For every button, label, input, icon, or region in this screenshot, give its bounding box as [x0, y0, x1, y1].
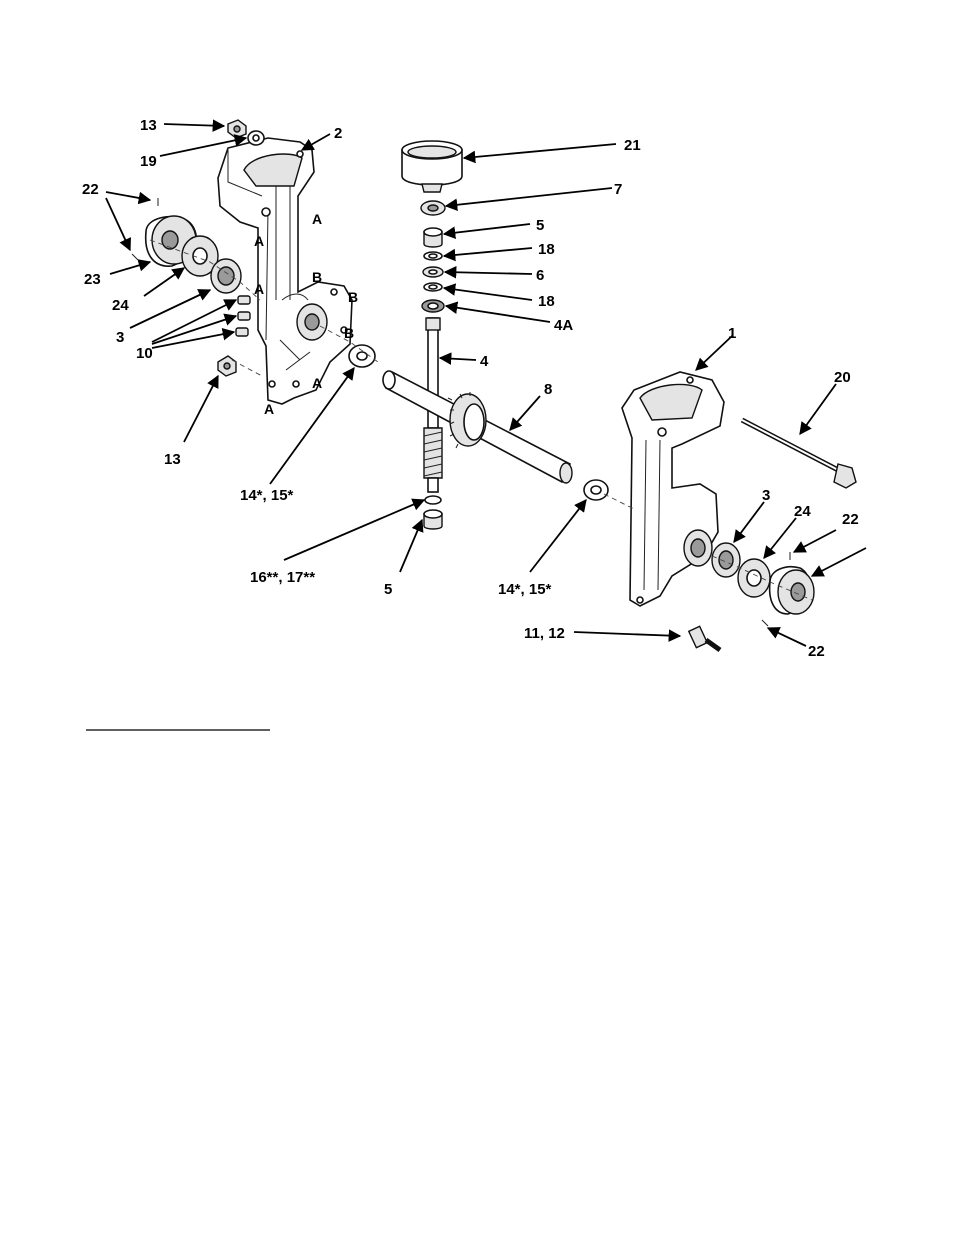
- washer-24-right: [738, 559, 770, 597]
- bearing-3-right: [712, 543, 740, 577]
- callout-18-bottom: 18: [538, 293, 555, 310]
- callout-2: 2: [334, 125, 342, 142]
- ref-b-2: B: [348, 289, 358, 305]
- washer-18-bottom: [424, 283, 442, 291]
- dowel-pins-10: [236, 296, 250, 336]
- ref-b-3: B: [344, 325, 354, 341]
- ref-a-4: A: [312, 375, 322, 391]
- callout-13-bottom: 13: [164, 451, 181, 468]
- callout-22-bottom: 22: [808, 643, 825, 660]
- nut-13-bottom: [218, 356, 236, 376]
- ref-a-5: A: [264, 401, 274, 417]
- callout-7: 7: [614, 181, 622, 198]
- washer-6: [423, 267, 443, 277]
- callout-19: 19: [140, 153, 157, 170]
- callout-16: 16**, 17**: [250, 569, 315, 586]
- bearing-7: [421, 201, 445, 215]
- ref-a-1: A: [312, 211, 322, 227]
- nut-13-top: [228, 120, 246, 138]
- callout-23: 23: [84, 271, 101, 288]
- callout-3-right: 3: [762, 487, 770, 504]
- pulley-23-right: [762, 552, 814, 626]
- callout-5-top: 5: [536, 217, 544, 234]
- callout-18-top: 18: [538, 241, 555, 258]
- callout-3-left: 3: [116, 329, 124, 346]
- bearing-3-left: [211, 259, 241, 293]
- callout-20: 20: [834, 369, 851, 386]
- ref-b-1: B: [312, 269, 322, 285]
- callout-14-right: 14*, 15*: [498, 581, 552, 598]
- callout-5-bottom: 5: [384, 581, 392, 598]
- ref-a-3: A: [254, 281, 264, 297]
- bushing-5-bottom: [424, 510, 442, 529]
- callout-11-12: 11, 12: [524, 625, 565, 642]
- callout-13-top: 13: [140, 117, 157, 134]
- callout-10: 10: [136, 345, 153, 362]
- callout-22-right: 22: [842, 511, 859, 528]
- washer-18-top: [424, 252, 442, 260]
- callout-24-right: 24: [794, 503, 811, 520]
- callout-24-left: 24: [112, 297, 129, 314]
- washer-14-left: [349, 345, 375, 367]
- seal-4a: [422, 300, 444, 312]
- callout-4a: 4A: [554, 317, 573, 334]
- bushing-5-top: [424, 228, 442, 247]
- callout-14-left: 14*, 15*: [240, 487, 294, 504]
- right-housing-half: [622, 372, 724, 606]
- pulley-21: [402, 141, 462, 192]
- callout-1: 1: [728, 325, 736, 342]
- callout-6: 6: [536, 267, 544, 284]
- callout-8: 8: [544, 381, 552, 398]
- gear-8: [448, 392, 486, 448]
- washer-19: [248, 131, 264, 145]
- callout-4: 4: [480, 353, 489, 370]
- washer-16: [425, 496, 441, 504]
- ref-a-2: A: [254, 233, 264, 249]
- callout-21: 21: [624, 137, 641, 154]
- callout-22-left: 22: [82, 181, 99, 198]
- washer-14-right: [584, 480, 608, 500]
- bolt-20: [742, 420, 856, 488]
- bolt-11: [689, 626, 720, 650]
